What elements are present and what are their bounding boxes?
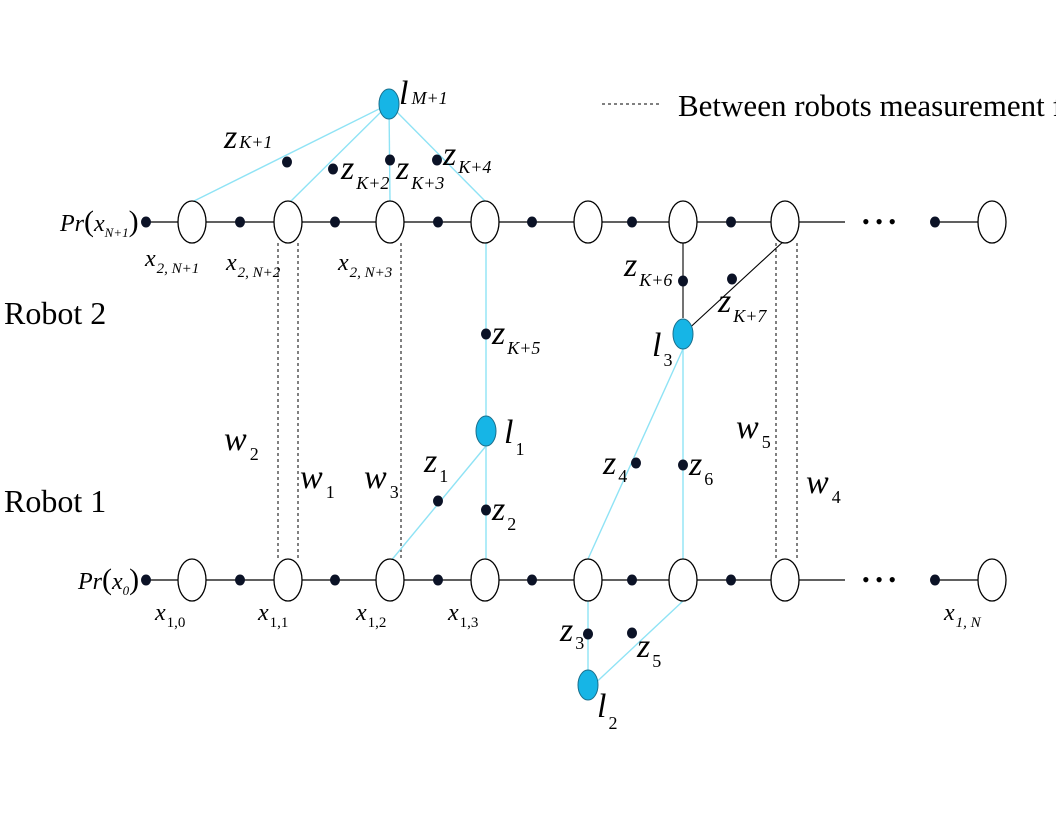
pose-label-x2_N2: x2, N+2	[225, 250, 281, 281]
robot1-pose-node	[177, 558, 207, 602]
robot2-pose-node	[573, 200, 603, 244]
odometry-factor-dot	[330, 574, 340, 586]
prior-factor-dot	[141, 216, 151, 228]
lM1-edge	[388, 103, 486, 202]
odometry-factor-dot	[627, 216, 637, 228]
measurement-dot-zK4	[432, 154, 442, 166]
odometry-factor-dot	[433, 216, 443, 228]
prior-factor-dot	[141, 574, 151, 586]
measurement-dot-zK3	[385, 154, 395, 166]
robot2-pose-node	[770, 200, 800, 244]
measurement-dot-zK5	[481, 328, 491, 340]
pose-label-x2_N1: x2, N+1	[144, 246, 199, 277]
odometry-factor-dot	[930, 574, 940, 586]
measurement-dot-zK7	[727, 273, 737, 285]
odometry-factor-dot	[330, 216, 340, 228]
robot2-pose-node	[177, 200, 207, 244]
measurement-dot-z4	[631, 457, 641, 469]
robot-2-label: Robot 2	[4, 295, 106, 331]
robot2-pose-node	[668, 200, 698, 244]
l3-edge-black	[682, 239, 786, 335]
measurement-dot-z3	[583, 628, 593, 640]
robot2-pose-node	[375, 200, 405, 244]
l3-edge	[587, 348, 684, 560]
landmark-l3	[672, 318, 694, 350]
measurement-dot-z1	[433, 495, 443, 507]
lM1-edge	[289, 103, 390, 203]
prior-label-robot1: Pr(x0)	[77, 563, 139, 598]
robot1-pose-node	[977, 558, 1007, 602]
ellipsis: • • •	[862, 567, 896, 592]
pose-label-x1_2: x1,2	[355, 600, 386, 631]
robot2-pose-node	[470, 200, 500, 244]
robot1-pose-node	[470, 558, 500, 602]
prior-label-robot2: Pr(xN+1)	[59, 205, 139, 240]
measurement-dot-zK1	[282, 156, 292, 168]
robot1-pose-node	[375, 558, 405, 602]
measurement-dot-z2	[481, 504, 491, 516]
odometry-factor-dot	[235, 574, 245, 586]
landmark-l2	[577, 669, 599, 701]
lM1-edge	[191, 103, 390, 203]
odometry-factor-dot	[527, 574, 537, 586]
odometry-factor-dot	[235, 216, 245, 228]
pose-label-x1_3: x1,3	[447, 600, 478, 631]
measurement-dot-zK2	[328, 163, 338, 175]
legend-text: Between robots measurement factor	[678, 88, 1056, 123]
odometry-factor-dot	[627, 574, 637, 586]
robot1-pose-node	[273, 558, 303, 602]
odometry-factor-dot	[726, 574, 736, 586]
pose-label-x1_0: x1,0	[154, 600, 185, 631]
landmark-l1	[475, 415, 497, 447]
robot1-pose-node	[770, 558, 800, 602]
measurement-dot-zK6	[678, 275, 688, 287]
robot1-pose-node	[573, 558, 603, 602]
lM1-edge	[388, 103, 391, 202]
odometry-factor-dot	[433, 574, 443, 586]
robot2-pose-node	[977, 200, 1007, 244]
ellipsis: • • •	[862, 209, 896, 234]
pose-label-x1_N: x1, N	[943, 600, 982, 631]
odometry-factor-dot	[527, 216, 537, 228]
pose-label-x1_1: x1,1	[257, 600, 288, 631]
landmark-lM1	[378, 88, 400, 120]
measurement-dot-z5	[627, 627, 637, 639]
l2-edge	[587, 600, 684, 691]
odometry-factor-dot	[930, 216, 940, 228]
robot2-pose-node	[273, 200, 303, 244]
robot-1-label: Robot 1	[4, 483, 106, 519]
pose-label-x2_N3: x2, N+3	[337, 250, 392, 281]
odometry-factor-dot	[726, 216, 736, 228]
measurement-dot-z6	[678, 459, 688, 471]
robot1-pose-node	[668, 558, 698, 602]
